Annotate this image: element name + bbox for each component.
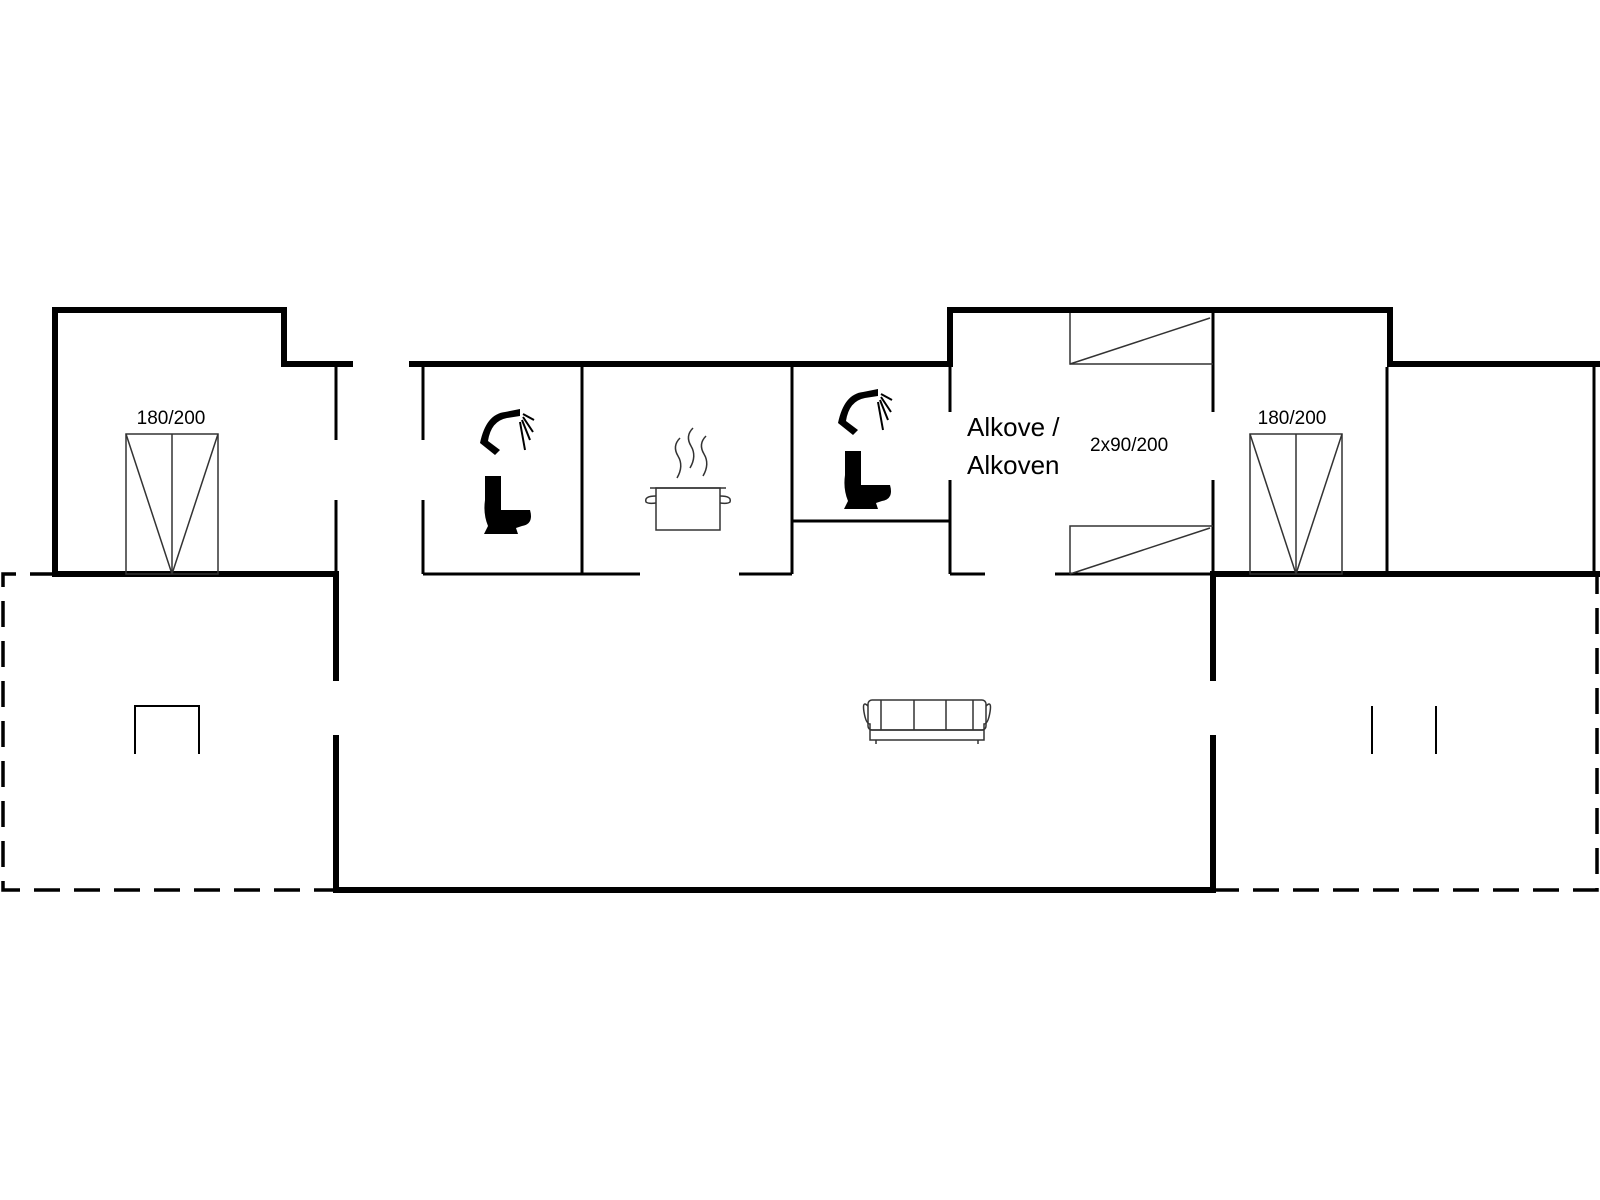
shower-icon (480, 409, 535, 455)
alcove-label-line2: Alkoven (967, 450, 1060, 480)
toilet-icon (844, 451, 891, 509)
terrace-furniture-right (1371, 706, 1437, 754)
alcove-bed-size-label: 2x90/200 (1090, 435, 1168, 456)
alcove-bunks (1069, 313, 1213, 575)
bed-size-label-right: 180/200 (1258, 408, 1327, 429)
toilet-icon (484, 476, 531, 534)
interior-walls (334, 313, 1596, 576)
double-bed-left (125, 433, 219, 575)
double-bed-right (1249, 433, 1343, 575)
terrace-table-left (134, 705, 200, 754)
terrace-outlines (1, 572, 1599, 892)
walls (52, 307, 1600, 893)
alcove-label-line1: Alkove / (967, 412, 1060, 442)
cooking-pot-icon (644, 427, 732, 531)
shower-icon (838, 389, 893, 435)
bed-size-label-left: 180/200 (137, 408, 206, 429)
sofa-icon (862, 699, 992, 744)
